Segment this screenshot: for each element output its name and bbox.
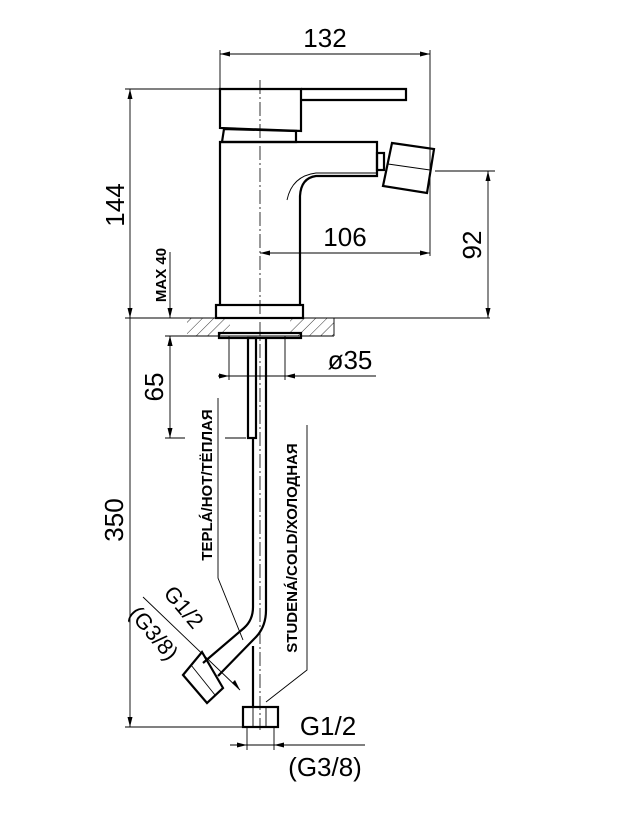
collar [220,127,298,144]
spout-underside [286,172,377,201]
hot-label: TEPLÁ/HOT/ТЁПЛАЯ [199,409,216,560]
dim-132: 132 [303,23,346,53]
hot-hose-left [202,438,255,664]
hoses [181,336,280,729]
dim-diameter-35: ø35 [328,345,373,375]
dim-350: 350 [99,498,129,541]
handle-block [218,87,303,133]
dim-92: 92 [457,231,487,260]
dim-106: 106 [323,222,366,252]
cold-label: STUDENÁ/COLD/ХОЛОДНАЯ [284,443,301,652]
deck-hatch-left [187,318,230,336]
deck-hatch-right [290,318,334,336]
aerator [381,141,436,195]
cold-thread-label: G1/2 [300,711,356,741]
lever [301,87,408,102]
base [214,303,305,320]
hot-thread-label: G1/2 [159,581,209,634]
cold-nut [241,705,280,729]
dim-65: 65 [139,373,169,402]
dim-max-40: MAX 40 [153,248,170,302]
cold-thread-alt-label: (G3/8) [288,752,362,782]
hot-hose-stem [246,336,258,440]
mounting-nut [217,331,303,340]
hot-hose-right [217,338,268,677]
hot-nut [181,650,225,705]
dim-144: 144 [100,183,130,226]
faucet [214,87,436,320]
aerator-neck [375,151,386,172]
